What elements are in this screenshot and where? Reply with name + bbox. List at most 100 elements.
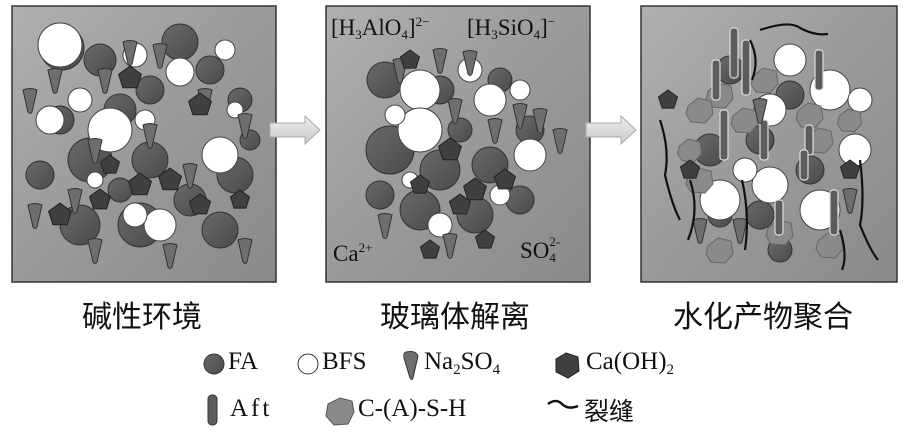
fa-particle [745, 200, 775, 230]
na2so4-particle [842, 188, 858, 214]
caoh2-particle [88, 188, 112, 210]
csh-gel [795, 102, 824, 129]
bfs-particle [86, 171, 104, 189]
aft-crystal [774, 199, 784, 236]
crack-line [858, 159, 879, 261]
na2so4-particle [752, 98, 768, 124]
na2so4-particle [487, 118, 503, 144]
caoh2-particle [493, 168, 517, 190]
arrow-right-1 [269, 114, 321, 146]
na2so4-particle [442, 233, 458, 259]
csh-gel [750, 67, 779, 94]
na2so4-particle [87, 138, 103, 164]
bfs-particle [699, 179, 741, 221]
caoh2-particle [657, 89, 679, 109]
legend-csh-label: C-(A)-S-H [358, 395, 467, 422]
bfs-particle [143, 208, 177, 242]
aft-crystal [719, 109, 729, 161]
aft-crystal [759, 119, 769, 161]
legend-bfs-icon [297, 353, 319, 375]
na2so4-particle [67, 188, 83, 214]
csh-gel [676, 138, 703, 163]
legend-caoh2-label: Ca(OH)2 [586, 348, 675, 378]
legend-na2so4-icon [403, 351, 419, 380]
caoh2-particle [48, 202, 72, 226]
arrow-right-2 [585, 114, 637, 146]
ion-h3alo4-label: [H3AlO4]2− [331, 14, 430, 42]
bfs-particle [122, 202, 148, 228]
crack-line [749, 39, 757, 81]
bfs-particle [509, 79, 531, 101]
fa-particle [447, 117, 473, 143]
caoh2-particle [399, 49, 421, 69]
caoh2-particle [839, 159, 861, 179]
panel-1-particles [22, 22, 261, 269]
bfs-particle [165, 57, 195, 87]
na2so4-particle [22, 88, 38, 114]
fa-particle [365, 180, 395, 210]
crack-line [658, 119, 681, 221]
fa-particle [505, 185, 535, 215]
caoh2-particle [679, 159, 701, 179]
caoh2-particle [118, 65, 142, 89]
bfs-particle [201, 136, 239, 174]
na2so4-particle [432, 48, 448, 74]
panel-2-caption: 玻璃体解离 [380, 300, 530, 335]
legend-caoh2-icon [555, 352, 580, 379]
na2so4-particle [692, 218, 708, 244]
panel-3-caption: 水化产物聚合 [673, 300, 853, 335]
na2so4-particle [152, 43, 168, 69]
legend-crack-icon [547, 399, 579, 409]
legend-csh-icon [325, 397, 355, 426]
na2so4-particle [462, 50, 478, 76]
bfs-particle [732, 157, 758, 183]
na2so4-particle [97, 68, 113, 94]
caoh2-particle [463, 177, 487, 201]
panel-1-caption: 碱性环境 [82, 300, 202, 335]
bfs-particle [751, 166, 789, 204]
legend-fa-label: FA [228, 348, 259, 375]
legend-aft-label: Aft [230, 395, 273, 422]
legend-na2so4-label: Na2SO4 [424, 348, 501, 378]
caoh2-particle [448, 193, 472, 215]
legend-aft-icon [207, 394, 218, 426]
na2so4-particle [512, 103, 528, 129]
bfs-particle [838, 133, 872, 167]
caoh2-particle [409, 174, 431, 194]
bfs-particle [397, 107, 443, 153]
csh-gel [705, 237, 734, 264]
caoh2-particle [128, 172, 152, 196]
bfs-particle [427, 212, 453, 238]
caoh2-particle [158, 167, 182, 191]
crack-line [838, 229, 846, 271]
fa-particle [25, 160, 55, 190]
bfs-particle [67, 87, 93, 113]
caoh2-particle [474, 229, 496, 249]
na2so4-particle [237, 238, 253, 264]
caoh2-particle [438, 137, 462, 161]
na2so4-particle [182, 163, 198, 189]
aft-crystal [804, 124, 814, 156]
bfs-particle [214, 39, 236, 61]
na2so4-particle [87, 238, 103, 264]
na2so4-particle [237, 113, 253, 139]
bfs-particle [513, 138, 547, 172]
crack-line [740, 179, 748, 251]
na2so4-particle [27, 203, 43, 229]
csh-gel [685, 97, 714, 124]
na2so4-particle [552, 128, 568, 154]
fa-particle [195, 55, 225, 85]
na2so4-particle [377, 213, 393, 239]
bfs-particle [35, 105, 65, 135]
caoh2-particle [188, 92, 212, 116]
fa-particle [135, 75, 165, 105]
aft-crystal [729, 27, 739, 79]
bfs-particle [399, 69, 441, 111]
bfs-particle [473, 83, 507, 117]
na2so4-particle [122, 40, 138, 66]
bfs-particle [847, 87, 873, 113]
na2so4-particle [47, 68, 63, 94]
crack-line [686, 179, 696, 241]
